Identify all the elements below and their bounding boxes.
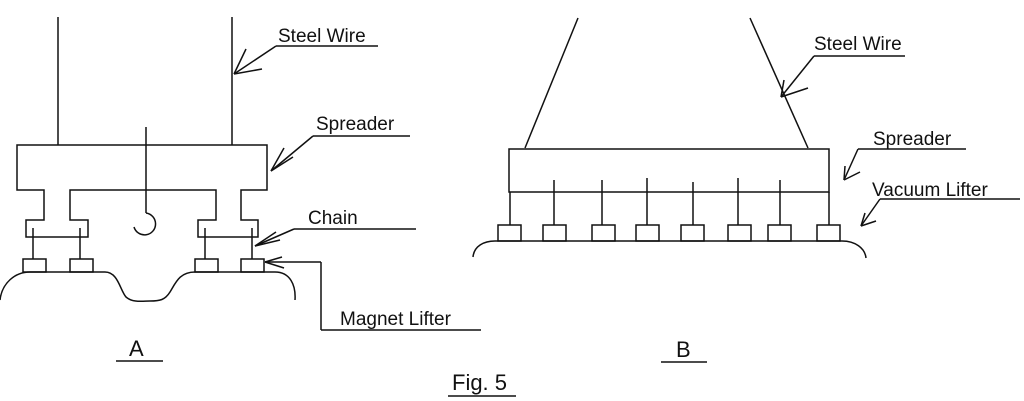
label-steel-wire-b: Steel Wire: [814, 34, 902, 55]
vacuum-lifter: [635, 224, 660, 242]
label-chain: Chain: [308, 208, 358, 229]
callout-chain: Chain: [254, 208, 416, 247]
callout-steel-wire-a: Steel Wire: [233, 26, 378, 75]
label-spreader-b: Spreader: [873, 129, 952, 150]
figure-caption: Fig. 5: [448, 370, 516, 397]
callout-steel-wire-b: Steel Wire: [780, 34, 905, 98]
vacuum-rods: [509, 178, 830, 225]
label-steel-wire: Steel Wire: [278, 26, 366, 47]
callout-spreader-b: Spreader: [843, 129, 966, 181]
hook-icon: [133, 212, 157, 236]
vacuum-lifter: [680, 224, 705, 242]
vacuum-lifter: [727, 224, 752, 242]
steel-wire-left: [524, 17, 579, 149]
caption-text: Fig. 5: [452, 370, 507, 395]
panel-label-a: A: [116, 336, 163, 362]
vacuum-lifter: [542, 224, 567, 242]
callout-vacuum-lifter: Vacuum Lifter: [860, 180, 1020, 227]
magnet-lifter: [194, 258, 219, 273]
magnet-lifter: [240, 258, 265, 273]
vacuum-lifter: [497, 224, 522, 242]
spreader-b: [508, 148, 830, 193]
vacuum-lifter: [767, 224, 792, 242]
spreader-a: [16, 144, 268, 238]
label-vacuum-lifter: Vacuum Lifter: [872, 180, 988, 201]
panel-a: Steel Wire Spreader Chain Magnet Lifter: [0, 17, 481, 362]
magnet-lifter: [22, 258, 47, 273]
load-surface-b: [472, 240, 867, 259]
vacuum-lifter: [816, 224, 841, 242]
callout-magnet-lifter: Magnet Lifter: [264, 256, 481, 331]
label-magnet-lifter: Magnet Lifter: [340, 309, 452, 330]
vacuum-lifter: [591, 224, 616, 242]
magnet-lifter: [69, 258, 94, 273]
panel-label-b: B: [661, 337, 707, 363]
label-a: A: [129, 336, 144, 361]
callout-spreader-a: Spreader: [270, 114, 410, 172]
label-b: B: [676, 337, 691, 362]
steel-wire-right: [749, 17, 809, 149]
load-surface-a: [0, 271, 296, 303]
panel-b: Steel Wire Spreader Vacuum Lifter B: [472, 17, 1020, 363]
label-spreader: Spreader: [316, 114, 395, 135]
